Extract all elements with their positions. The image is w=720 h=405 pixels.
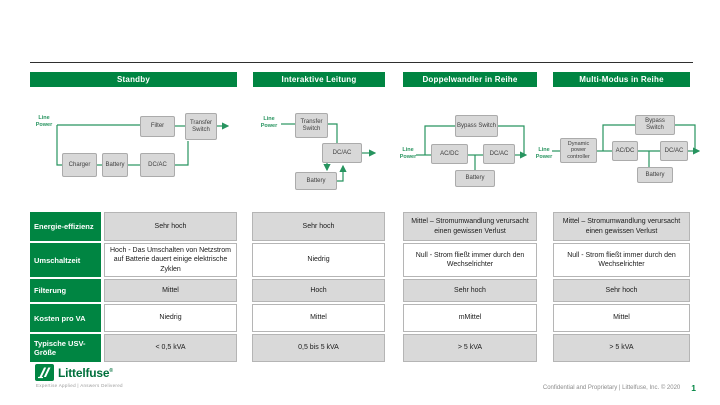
column-header-multi-mode: Multi-Modus in Reihe: [553, 72, 690, 87]
table-cell: Sehr hoch: [104, 212, 237, 241]
table-cell: Null - Strom fließt immer durch den Wech…: [553, 243, 690, 277]
row-label-typische-usv-groesse: Typische USV-Größe: [30, 334, 101, 362]
row-label-filterung: Filterung: [30, 279, 101, 302]
box-transfer-switch: Transfer Switch: [295, 113, 328, 138]
box-battery: Battery: [295, 172, 337, 190]
box-dcac: DC/AC: [660, 141, 688, 161]
table-column-line-interactive: Sehr hoch Niedrig Hoch Mittel 0,5 bis 5 …: [252, 212, 385, 362]
box-battery: Battery: [102, 153, 128, 177]
box-bypass-switch: Bypass Switch: [455, 115, 498, 137]
box-bypass-switch: Bypass Switch: [635, 115, 675, 135]
table-cell: Hoch: [252, 279, 385, 302]
diagram-multi-mode: Line Power Dynamic power controller Bypa…: [535, 100, 705, 200]
row-label-kosten-pro-va: Kosten pro VA: [30, 304, 101, 332]
littelfuse-logotype-text: Littelfuse: [58, 366, 110, 380]
box-dcac: DC/AC: [322, 143, 362, 163]
table-cell: Mittel: [104, 279, 237, 302]
footer-right: Confidential and Proprietary | Littelfus…: [300, 383, 696, 393]
littelfuse-logo-icon: [35, 364, 54, 381]
logo-tagline: Expertise Applied | Answers Delivered: [36, 383, 123, 388]
title-underline: [30, 62, 693, 63]
line-interactive-connector-lines: [281, 123, 377, 182]
box-battery: Battery: [455, 170, 495, 187]
table-cell: Niedrig: [252, 243, 385, 277]
column-header-double-conversion: Doppelwandler in Reihe: [403, 72, 537, 87]
page-number: 1: [691, 383, 696, 393]
box-acdc: AC/DC: [431, 144, 468, 164]
table-cell: < 0,5 kVA: [104, 334, 237, 362]
table-column-multi-mode: Mittel – Stromumwandlung verursacht eine…: [553, 212, 690, 362]
double-conversion-connector-lines: [416, 125, 528, 170]
table-cell: mMittel: [403, 304, 537, 332]
diagram-line-interactive: Line Power Transfer Switch DC/AC Battery: [255, 100, 395, 200]
column-header-standby: Standby: [30, 72, 237, 87]
confidentiality-notice: Confidential and Proprietary | Littelfus…: [542, 385, 681, 391]
littelfuse-logotype: Littelfuse®: [58, 366, 113, 380]
column-header-line-interactive: Interaktive Leitung: [253, 72, 385, 87]
box-charger: Charger: [62, 153, 97, 177]
table-cell: Null - Strom fließt immer durch den Wech…: [403, 243, 537, 277]
line-power-label: Line Power: [35, 115, 53, 128]
table-cell: Mittel – Stromumwandlung verursacht eine…: [553, 212, 690, 241]
registered-trademark-symbol: ®: [109, 368, 113, 374]
table-row-labels: Energie-effizienz Umschaltzeit Filterung…: [30, 212, 101, 362]
table-cell: Mittel: [553, 304, 690, 332]
diagram-standby: Line Power Filter Transfer Switch Charge…: [30, 100, 240, 200]
box-dcac: DC/AC: [483, 144, 515, 164]
table-cell: Sehr hoch: [553, 279, 690, 302]
diagram-double-conversion: Line Power Bypass Switch AC/DC DC/AC Bat…: [398, 100, 543, 200]
box-dcac: DC/AC: [140, 153, 175, 177]
table-cell: Sehr hoch: [403, 279, 537, 302]
table-column-double-conversion: Mittel – Stromumwandlung verursacht eine…: [403, 212, 537, 362]
row-label-energieeffizienz: Energie-effizienz: [30, 212, 101, 241]
table-column-standby: Sehr hoch Hoch - Das Umschalten von Netz…: [104, 212, 237, 362]
line-power-label: Line Power: [260, 116, 278, 129]
box-transfer-switch: Transfer Switch: [185, 113, 217, 140]
box-filter: Filter: [140, 116, 175, 137]
line-power-label: Line Power: [535, 147, 553, 160]
row-label-umschaltzeit: Umschaltzeit: [30, 243, 101, 277]
multi-mode-connector-lines: [552, 124, 701, 167]
standby-connector-lines: [56, 122, 230, 166]
table-cell: > 5 kVA: [403, 334, 537, 362]
table-cell: Mittel – Stromumwandlung verursacht eine…: [403, 212, 537, 241]
table-cell: > 5 kVA: [553, 334, 690, 362]
table-cell: 0,5 bis 5 kVA: [252, 334, 385, 362]
table-cell: Niedrig: [104, 304, 237, 332]
table-cell: Mittel: [252, 304, 385, 332]
table-cell: Sehr hoch: [252, 212, 385, 241]
line-power-label: Line Power: [399, 147, 417, 160]
box-battery: Battery: [637, 167, 673, 183]
table-cell: Hoch - Das Umschalten von Netzstrom auf …: [104, 243, 237, 277]
box-dynamic-power-controller: Dynamic power controller: [560, 138, 597, 163]
box-acdc: AC/DC: [612, 141, 638, 161]
